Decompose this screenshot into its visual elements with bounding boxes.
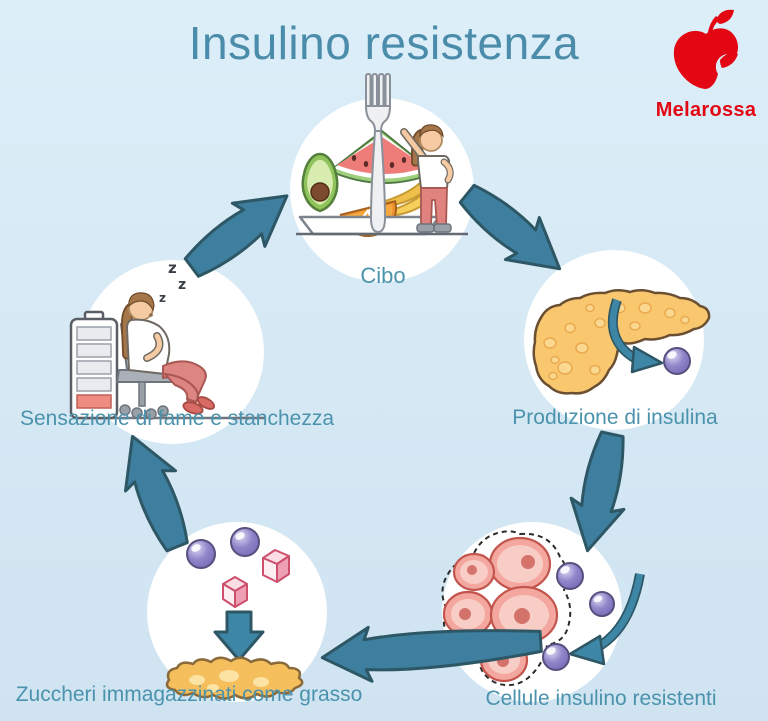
avocado-icon [301, 152, 339, 213]
sleep-zzz: z z z [159, 259, 186, 305]
logo-text: Melarossa [655, 99, 757, 121]
insulin-production-illustration [524, 250, 711, 430]
food-illustration [290, 73, 474, 282]
z-glyph: z [178, 277, 186, 293]
z-glyph: z [168, 259, 177, 277]
apple-body [673, 28, 739, 89]
apple-logo-icon [673, 9, 739, 89]
sugar-to-fat-illustration [147, 522, 327, 702]
arrow-food-to-pancreas [458, 183, 562, 271]
fat-blob-icon [165, 656, 304, 700]
arrow-hunger-to-food [183, 194, 289, 278]
apple-bite-leaf [720, 52, 738, 68]
apple-top-leaf [716, 9, 734, 24]
insulin-sphere-icon [186, 527, 260, 569]
label-insulin-production: Produzione di insulina [512, 406, 718, 429]
label-sugar-stored-as-fat: Zuccheri immagazzinati come grasso [15, 683, 363, 706]
cell-cluster-icon [442, 536, 559, 683]
resistant-cells-illustration [441, 522, 645, 702]
label-food: Cibo [360, 263, 406, 288]
label-hunger-fatigue: Sensazione di fame e stanchezza [19, 407, 335, 430]
insulin-sphere-icon [542, 562, 615, 671]
arrow-cells-to-fat [320, 625, 543, 683]
melarossa-logo: Melarossa [650, 8, 762, 122]
label-resistant-cells: Cellule insulino resistenti [485, 687, 717, 710]
arrow-fat-to-hunger [123, 434, 189, 553]
insulin-release-arrow [607, 298, 664, 374]
page-title: Insulino resistenza [188, 17, 580, 69]
person-at-plate [400, 124, 454, 233]
storage-down-arrow [213, 610, 265, 662]
hunger-fatigue-illustration: z z z [69, 259, 265, 444]
insulin-sphere-icon [663, 347, 691, 375]
low-battery-icon [69, 310, 119, 420]
sleeping-person [120, 292, 216, 415]
z-glyph: z [159, 291, 166, 305]
blocked-insulin-arrow [568, 573, 645, 666]
arrow-pancreas-to-cells [569, 430, 626, 553]
sugar-cube-icon [222, 549, 290, 608]
fork-icon [364, 73, 392, 234]
